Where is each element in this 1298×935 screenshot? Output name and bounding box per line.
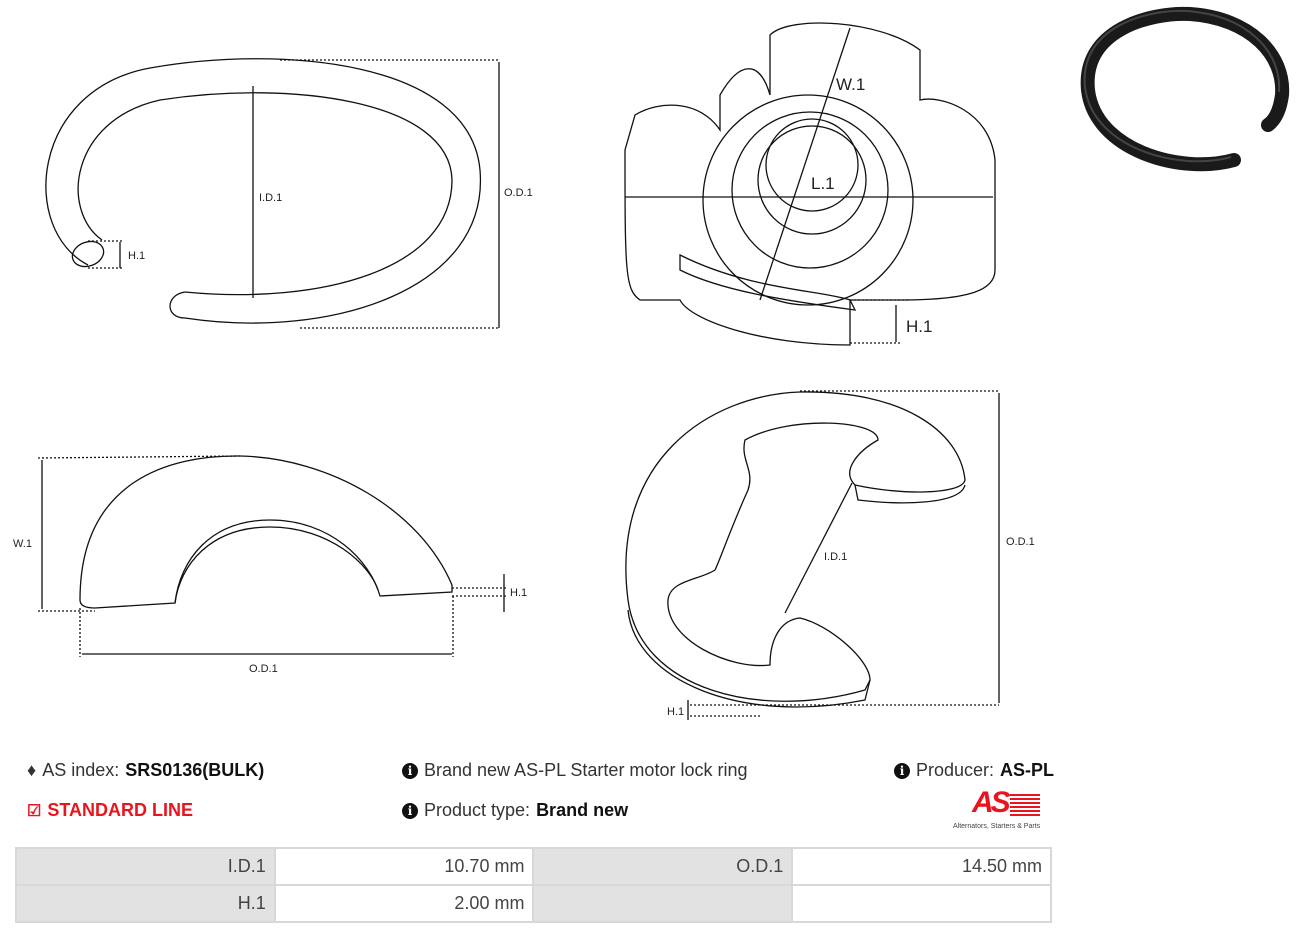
product-type: i Product type: Brand new — [402, 800, 628, 821]
checkbox-icon: ☑ — [27, 802, 42, 820]
info-icon: i — [402, 762, 418, 779]
producer-label: Producer: — [916, 760, 995, 780]
tags-icon: ♦ — [27, 760, 37, 780]
producer-value: AS-PL — [1000, 760, 1055, 780]
split-ring-h-label: H.1 — [128, 250, 145, 262]
top-view-drawing: W.1 L.1 H.1 — [624, 22, 996, 346]
standard-line-badge: ☑ STANDARD LINE — [27, 800, 193, 821]
as-index: ♦ AS index: SRS0136(BULK) — [27, 760, 264, 781]
as-index-value: SRS0136(BULK) — [125, 760, 265, 780]
as-index-label: AS index: — [42, 760, 120, 780]
spec-label: O.D.1 — [532, 847, 794, 886]
spec-label: I.D.1 — [15, 847, 276, 886]
description: i Brand new AS-PL Starter motor lock rin… — [402, 760, 747, 781]
c-shape-drawing: I.D.1 O.D.1 H.1 — [625, 390, 1035, 720]
table-row: I.D.1 10.70 mm O.D.1 14.50 mm — [15, 847, 1052, 886]
arch-od-label: O.D.1 — [249, 663, 278, 675]
logo-stripes — [1010, 794, 1040, 818]
technical-drawings: I.D.1 O.D.1 H.1 W.1 L.1 H.1 W.1 O.D.1 H. — [13, 6, 1290, 720]
top-view-l-label: L.1 — [811, 174, 835, 193]
spec-label — [532, 884, 794, 923]
spec-value: 2.00 mm — [273, 884, 535, 923]
arch-w-label: W.1 — [13, 538, 32, 550]
c-shape-od-label: O.D.1 — [1006, 536, 1035, 548]
spec-value: 10.70 mm — [273, 847, 535, 886]
info-icon: i — [402, 802, 418, 819]
specs-table: I.D.1 10.70 mm O.D.1 14.50 mm H.1 2.00 m… — [15, 847, 1052, 923]
product-type-value: Brand new — [536, 800, 629, 820]
info-icon: i — [894, 762, 910, 779]
as-pl-logo: AS Alternators, Starters & Parts — [950, 786, 1054, 834]
c-shape-h-label: H.1 — [667, 706, 684, 718]
c-shape-id-label: I.D.1 — [824, 551, 847, 563]
product-photo — [1080, 6, 1290, 172]
product-type-label: Product type: — [424, 800, 531, 820]
logo-text: AS — [972, 786, 1011, 819]
standard-line-label: STANDARD LINE — [47, 800, 194, 820]
spec-label: H.1 — [15, 884, 276, 923]
description-text: Brand new AS-PL Starter motor lock ring — [424, 760, 748, 780]
table-row: H.1 2.00 mm — [15, 884, 1052, 923]
spec-value — [791, 884, 1052, 923]
spec-value: 14.50 mm — [791, 847, 1052, 886]
split-ring-od-label: O.D.1 — [504, 187, 533, 199]
split-ring-id-label: I.D.1 — [259, 192, 282, 204]
producer: i Producer: AS-PL — [894, 760, 1054, 781]
top-view-h-label: H.1 — [906, 317, 932, 336]
arch-h-label: H.1 — [510, 587, 527, 599]
top-view-w-label: W.1 — [836, 75, 865, 94]
logo-tagline: Alternators, Starters & Parts — [953, 823, 1041, 830]
arch-drawing: W.1 O.D.1 H.1 — [13, 455, 527, 675]
split-ring-drawing: I.D.1 O.D.1 H.1 — [45, 58, 533, 329]
